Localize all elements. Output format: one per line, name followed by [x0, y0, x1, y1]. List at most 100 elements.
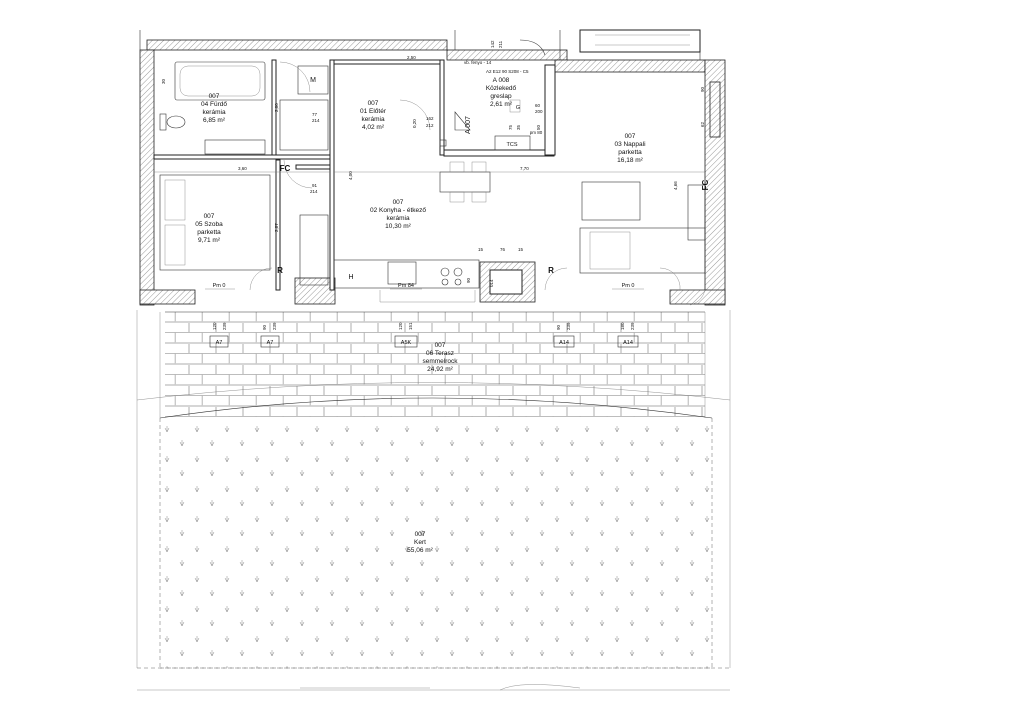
dim-label: 2,00 — [274, 103, 279, 112]
door-code: A 007 — [465, 116, 472, 134]
room-name: Kert — [414, 539, 426, 546]
dim-label: 212 — [426, 123, 434, 128]
room-area: 55,06 m² — [407, 547, 433, 554]
dim-label: 15 — [518, 247, 524, 252]
window-tag: A14 — [559, 340, 569, 346]
dim-label: 2,50 — [407, 55, 416, 60]
dim-label: 214 — [310, 189, 318, 194]
dim-label: 211 — [498, 40, 503, 48]
dim-label: 014 — [489, 279, 494, 287]
terrace — [136, 311, 731, 419]
window-dim: 90 — [556, 324, 561, 330]
doors — [249, 61, 706, 306]
dim-label: 0,20 — [412, 119, 417, 128]
window-tags: A7 A7 A5K A14 A14 — [209, 335, 639, 348]
room-area: 6,85 m² — [203, 117, 226, 124]
window-dim: 239 — [630, 322, 635, 330]
dim-label: 162 — [426, 116, 434, 121]
room-label-terrace: 007 06 Terasz semmelrock 24,92 m² — [422, 342, 458, 373]
room-name: 04 Fürdő — [201, 101, 227, 108]
fc-symbol-top: FC — [280, 164, 291, 173]
dim-label: 50 — [536, 124, 541, 130]
window-dim: 151 — [408, 322, 413, 330]
window-dim: 180 — [620, 322, 625, 330]
room-material: semmelrock — [422, 358, 458, 365]
room-material: kerámia — [386, 215, 410, 222]
room-name: 06 Terasz — [426, 350, 454, 357]
dim-label: 4,66 — [673, 181, 678, 190]
window-tag: A7 — [216, 340, 223, 346]
room-area: 16,18 m² — [617, 157, 643, 164]
h-symbol: H — [348, 274, 353, 281]
room-number: 007 — [204, 213, 215, 220]
fc-symbol-right: FC — [701, 179, 710, 190]
dim-label: 60 — [535, 103, 541, 108]
window-dim: 90 — [262, 324, 267, 330]
g-symbol: G — [516, 105, 520, 111]
window-dim: 239 — [566, 322, 571, 330]
tcs-symbol: TCS — [507, 142, 518, 148]
dim-label: 142 — [490, 40, 495, 48]
dim-label: A2 E12 90 S208 - C5 — [486, 69, 529, 74]
room-number: A 008 — [493, 77, 510, 84]
room-name: 03 Nappali — [614, 141, 645, 148]
room-label-corridor: A 008 Közlekedő greslap 2,61 m² — [486, 77, 517, 108]
dim-label: 90 — [466, 277, 471, 283]
room-label-living: 007 03 Nappali parketta 16,18 m² — [614, 133, 645, 164]
room-label-kitchen: 007 02 Konyha - étkező kerámia 10,30 m² — [370, 199, 426, 230]
room-number: 007 — [368, 100, 379, 107]
room-number: 007 — [435, 342, 446, 349]
dim-label: 76 — [500, 247, 506, 252]
dim-label: 35 — [516, 124, 521, 130]
room-name: 01 Előtér — [360, 108, 387, 115]
level-corridor: pm 80 — [530, 130, 543, 135]
level-right: Pm 0 — [622, 283, 635, 289]
room-area: 4,02 m² — [362, 124, 385, 131]
room-number: 007 — [393, 199, 404, 206]
window-dim: 239 — [222, 322, 227, 330]
window-dim: 120 — [212, 322, 217, 330]
room-label-bedroom: 007 05 Szoba parketta 9,71 m² — [195, 213, 223, 244]
level-left: Pm 0 — [213, 283, 226, 289]
r-symbol-left: R — [277, 266, 283, 275]
room-name: 02 Konyha - étkező — [370, 207, 426, 214]
dim-label: 90 — [700, 86, 705, 92]
fixtures — [159, 61, 706, 289]
walls — [139, 29, 726, 306]
room-name: 05 Szoba — [195, 221, 223, 228]
room-label-bath: 007 04 Fürdő kerámia 6,85 m² — [201, 93, 227, 124]
dim-label: vb. fenyo - 14 — [464, 60, 492, 65]
room-label-hall: 007 01 Előtér kerámia 4,02 m² — [360, 100, 387, 131]
room-number: 007 — [415, 531, 426, 538]
room-name: Közlekedő — [486, 85, 517, 92]
dim-label: 3,60 — [238, 166, 247, 171]
dim-label: 4,00 — [348, 171, 353, 180]
room-area: 24,92 m² — [427, 366, 453, 373]
m-symbol: M — [310, 77, 316, 84]
room-material: parketta — [197, 229, 221, 236]
dim-label: 62 — [700, 121, 705, 127]
room-area: 2,61 m² — [490, 101, 513, 108]
dim-label: 200 — [535, 109, 543, 114]
window-tag: A7 — [267, 340, 274, 346]
room-number: 007 — [625, 133, 636, 140]
level-marks: Pm 0 Pm 84 Pm 0 pm 80 — [205, 130, 644, 290]
dim-label: 2,87 — [274, 223, 279, 232]
garden — [136, 310, 731, 691]
level-mid: Pm 84 — [398, 283, 414, 289]
room-area: 10,30 m² — [385, 223, 411, 230]
window-tag: A14 — [623, 340, 633, 346]
window-dim: 120 — [398, 322, 403, 330]
room-material: greslap — [490, 93, 512, 100]
dim-label: 15 — [478, 247, 484, 252]
dim-label: 30 — [161, 78, 166, 84]
symbols: FC FC R R H M TCS G A 007 — [277, 77, 710, 281]
dim-label: 75 — [508, 124, 513, 130]
room-material: kerámia — [361, 116, 385, 123]
room-number: 007 — [209, 93, 220, 100]
dimensions: 3,60 7,70 2,00 2,87 4,00 4,66 77 214 91 … — [154, 40, 705, 287]
window-tag: A5K — [401, 340, 412, 346]
room-material: kerámia — [202, 109, 226, 116]
r-symbol-right: R — [548, 266, 554, 275]
